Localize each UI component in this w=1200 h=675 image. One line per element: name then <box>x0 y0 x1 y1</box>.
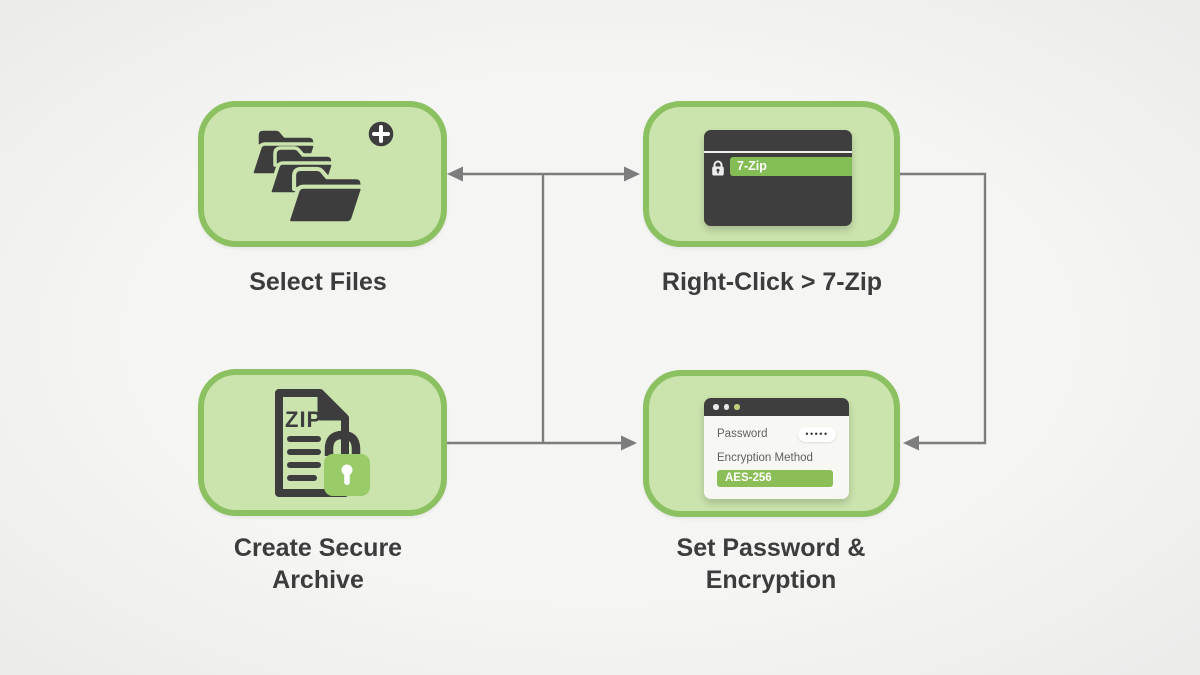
context-menu-mockup: 7-Zip <box>704 130 852 226</box>
menu-item-7zip: 7-Zip <box>730 157 852 176</box>
node-label-set-password: Set Password & Encryption <box>676 534 866 594</box>
document-lines <box>286 435 321 481</box>
password-dialog-mockup: Password ••••• Encryption Method AES-256 <box>704 398 849 499</box>
node-label-right-click: Right-Click > 7-Zip <box>661 268 883 296</box>
encryption-method-label: Encryption Method <box>717 452 813 464</box>
password-label: Password <box>717 428 768 440</box>
arrowhead-right-top-icon <box>624 166 640 182</box>
lock-icon <box>712 160 724 176</box>
dialog-titlebar <box>704 398 849 416</box>
arrowhead-into-dialog-icon <box>903 435 919 451</box>
window-dot-icon <box>723 404 729 410</box>
arrowhead-left-icon <box>447 166 463 182</box>
window-dot-icon <box>713 404 719 410</box>
arrowhead-right-bottom-icon <box>621 435 637 451</box>
arrow-right-elbow <box>900 172 987 445</box>
document-fold <box>317 390 347 420</box>
password-field: ••••• <box>798 426 836 442</box>
padlock-icon <box>323 430 370 496</box>
node-right-click-7zip: 7-Zip <box>643 101 900 247</box>
menu-separator <box>704 151 852 153</box>
zip-text: ZIP <box>285 407 322 432</box>
node-select-files <box>198 101 447 247</box>
node-label-create-archive: Create Secure Archive <box>233 534 403 594</box>
node-set-password-encryption: Password ••••• Encryption Method AES-256 <box>643 370 900 517</box>
window-dot-icon <box>734 404 740 410</box>
node-label-select-files: Select Files <box>249 268 387 296</box>
dialog-body: Password ••••• Encryption Method AES-256 <box>704 416 849 487</box>
zip-document-lock-icon: ZIP <box>274 388 370 497</box>
encryption-method-value: AES-256 <box>717 470 833 487</box>
folders-add-icon <box>249 118 397 230</box>
node-create-secure-archive: ZIP <box>198 369 447 516</box>
